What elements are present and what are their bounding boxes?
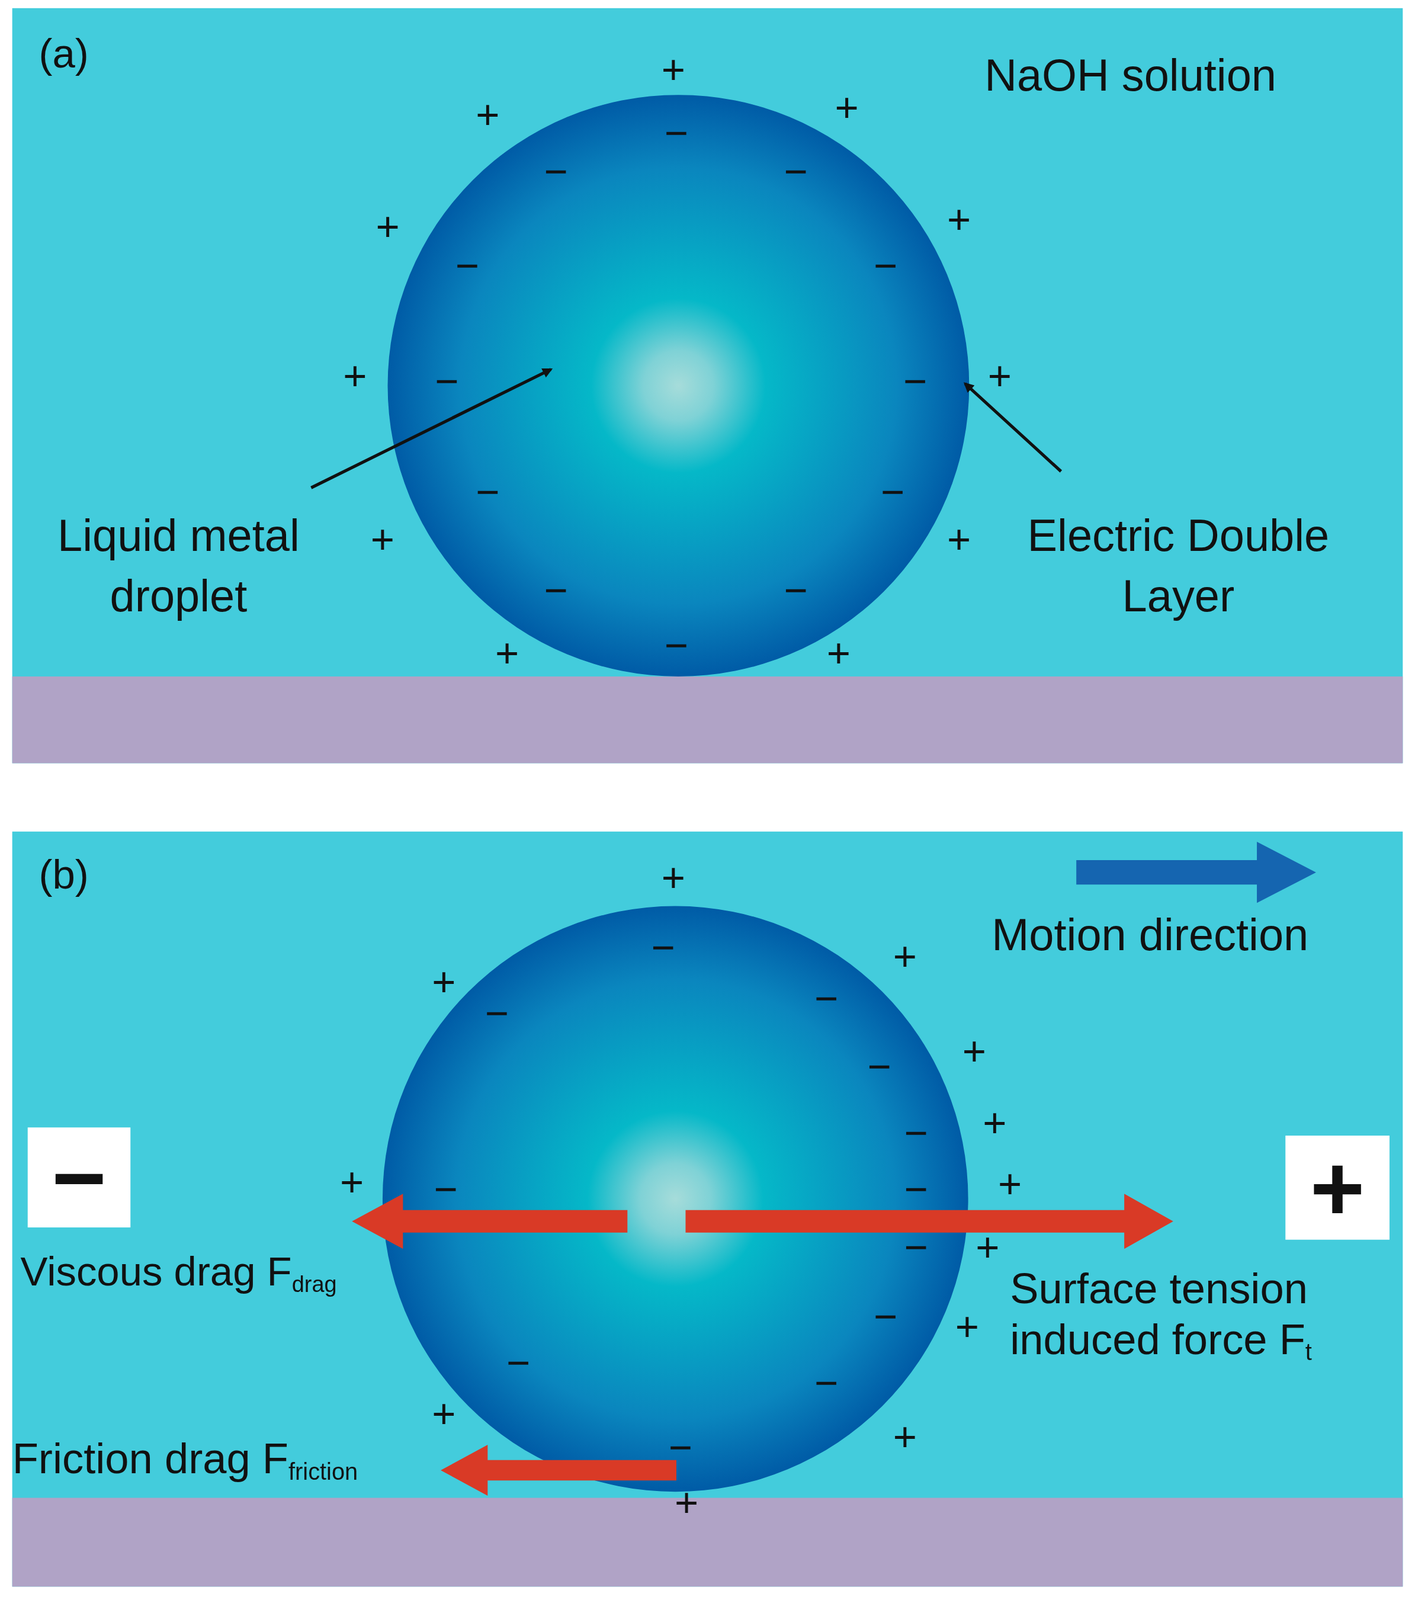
negative-charge: − (455, 244, 480, 286)
electrode-sign: + (1310, 1140, 1366, 1235)
negative-charge: − (434, 1168, 458, 1209)
positive-charge: + (661, 857, 686, 898)
substrate (12, 676, 1404, 763)
negative-charge: − (544, 569, 569, 611)
label-group: Viscous drag Fdrag (20, 1246, 337, 1298)
negative-charge: − (783, 151, 808, 192)
force-subscript: drag (292, 1270, 338, 1296)
label-group: Electric Double Layer (984, 505, 1373, 627)
negative-charge: − (873, 1295, 898, 1337)
negative-charge: − (904, 1168, 929, 1209)
positive-charge: + (998, 1163, 1022, 1205)
solution-panel (12, 831, 1404, 1587)
electrode-positive: + (1285, 1135, 1390, 1240)
negative-charge: − (434, 360, 459, 401)
force-label: Surface tension induced force F (1009, 1263, 1308, 1364)
label-group: NaOH solution (984, 49, 1277, 104)
positive-charge: + (826, 632, 851, 674)
negative-charge: − (904, 1226, 929, 1267)
positive-charge: + (661, 49, 686, 91)
positive-charge: + (975, 1226, 1000, 1267)
positive-charge: + (955, 1306, 980, 1347)
leader-arrow (964, 383, 1061, 472)
negative-charge: − (814, 977, 839, 1019)
negative-charge: − (903, 360, 927, 401)
negative-charge: − (668, 1426, 693, 1468)
positive-charge: + (947, 518, 971, 560)
negative-charge: − (506, 1341, 531, 1383)
tension-force-arrow (685, 1193, 1173, 1249)
negative-charge: − (650, 926, 675, 968)
positive-charge: + (370, 518, 395, 560)
positive-charge: + (431, 961, 456, 1003)
positive-charge: + (982, 1101, 1007, 1143)
solution-panel (12, 8, 1404, 764)
negative-charge: − (880, 471, 905, 513)
motion-arrow (1076, 841, 1317, 903)
droplet-label: Liquid metal droplet (57, 509, 300, 621)
double-layer-label: Electric Double Layer (1027, 509, 1330, 621)
negative-charge: − (873, 244, 898, 286)
label-group: Surface tension induced force Ft (1009, 1262, 1388, 1367)
positive-charge: + (674, 1481, 699, 1523)
electrode-sign: − (51, 1130, 107, 1224)
negative-charge: − (904, 1111, 929, 1153)
positive-charge: + (475, 93, 500, 135)
positive-charge: + (431, 1392, 456, 1434)
positive-charge: + (834, 86, 859, 128)
force-label: Viscous drag F (20, 1248, 292, 1294)
positive-charge: + (987, 354, 1012, 396)
drag-force-arrow (351, 1193, 628, 1249)
positive-charge: + (962, 1030, 987, 1072)
positive-charge: + (893, 935, 917, 977)
positive-charge: + (339, 1160, 364, 1202)
substrate (12, 1497, 1404, 1587)
liquid-metal-droplet (382, 906, 969, 1492)
label-group: (b) (38, 849, 89, 900)
motion-label: Motion direction (991, 909, 1309, 959)
positive-charge: + (947, 199, 971, 240)
negative-charge: − (485, 992, 509, 1034)
negative-charge: − (475, 471, 500, 513)
negative-charge: − (783, 569, 808, 611)
negative-charge: − (664, 624, 689, 666)
positive-charge: + (893, 1416, 917, 1458)
label-group: (a) (38, 28, 89, 78)
label-group: Motion direction (991, 907, 1309, 962)
force-subscript: t (1305, 1338, 1312, 1366)
negative-charge: − (664, 111, 689, 153)
force-subscript: friction (288, 1457, 358, 1485)
liquid-metal-droplet (387, 94, 970, 677)
positive-charge: + (495, 632, 519, 674)
medium-label: NaOH solution (984, 49, 1277, 100)
force-label: Friction drag F (12, 1434, 289, 1483)
label-group: Liquid metal droplet (15, 505, 342, 627)
negative-charge: − (544, 151, 569, 192)
panel-letter: (a) (38, 30, 89, 76)
friction-force-arrow (440, 1444, 677, 1496)
electrode-negative: − (27, 1127, 131, 1228)
negative-charge: − (867, 1045, 892, 1087)
negative-charge: − (814, 1361, 839, 1403)
panel-letter: (b) (38, 851, 89, 897)
label-group: Friction drag Ffriction (12, 1433, 359, 1487)
positive-charge: + (342, 354, 367, 396)
positive-charge: + (375, 206, 400, 247)
